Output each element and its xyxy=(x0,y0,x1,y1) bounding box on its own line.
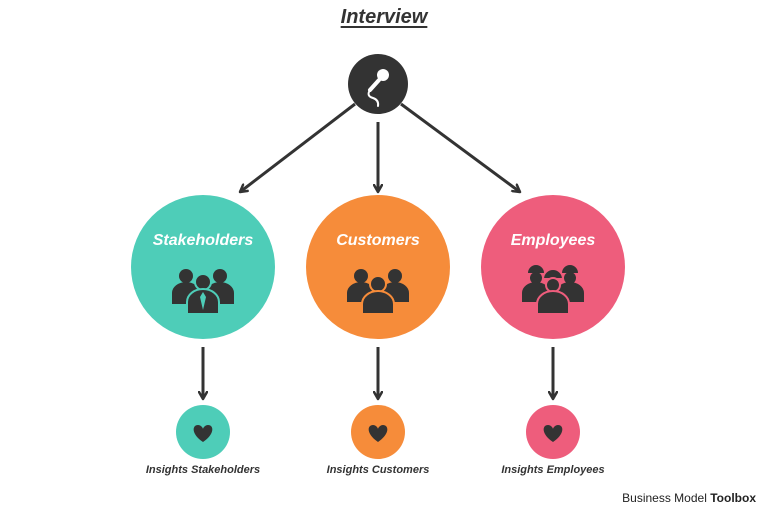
node-customers: Customers xyxy=(306,195,450,339)
group-people-icon xyxy=(347,269,409,315)
customers-label: Customers xyxy=(336,232,420,249)
arrow-root-stakeholders xyxy=(240,102,356,192)
insight-node-employees xyxy=(526,405,580,459)
business-people-icon xyxy=(172,269,234,315)
microphone-icon xyxy=(367,69,389,107)
node-employees: Employees xyxy=(481,195,625,339)
node-stakeholders: Stakeholders xyxy=(131,195,275,339)
insight-label-customers: Insights Customers xyxy=(326,464,430,476)
insight-node-stakeholders xyxy=(176,405,230,459)
heart-icon xyxy=(543,425,563,442)
employees-circle xyxy=(481,195,625,339)
stakeholders-circle xyxy=(131,195,275,339)
brand-suffix: Toolbox xyxy=(710,491,756,505)
employees-label: Employees xyxy=(511,232,596,249)
stakeholders-label: Stakeholders xyxy=(153,232,254,249)
insight-node-customers xyxy=(351,405,405,459)
insight-label-stakeholders: Insights Stakeholders xyxy=(145,464,261,476)
heart-icon xyxy=(193,425,213,442)
heart-icon xyxy=(368,425,388,442)
diagram-title: Interview xyxy=(340,6,428,28)
workers-hardhat-icon xyxy=(522,265,584,315)
insight-label-employees: Insights Employees xyxy=(501,464,605,476)
customers-circle xyxy=(306,195,450,339)
brand-prefix: Business Model xyxy=(622,491,707,505)
arrow-root-employees xyxy=(400,102,520,192)
brand-logo: Business Model Toolbox xyxy=(622,491,756,505)
root-node xyxy=(348,54,408,114)
